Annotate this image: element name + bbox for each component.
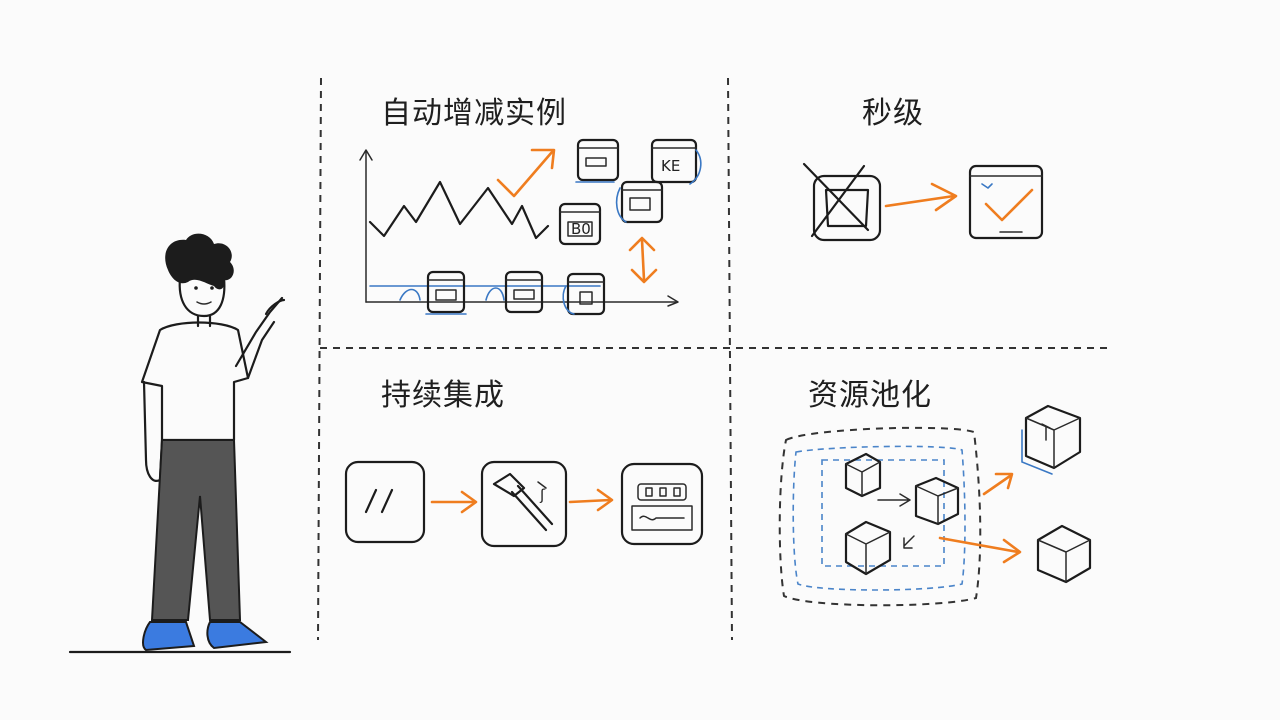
- panel-title-autoscale: 自动增减实例: [381, 96, 567, 131]
- hammer-build-icon: ʃ: [480, 460, 568, 548]
- person-pointing-icon: [68, 233, 292, 654]
- svg-text:ʃ: ʃ: [539, 486, 546, 504]
- instance-glyph-ke: KE: [661, 157, 680, 175]
- orange-right-arrow: [568, 488, 614, 512]
- line-chart-icon: [359, 149, 679, 307]
- server-instance-icon: [504, 270, 544, 314]
- code-slash-icon: [344, 460, 426, 544]
- cube-icon: [1036, 524, 1092, 584]
- cube-icon: [844, 452, 882, 498]
- server-instance-icon: KE: [650, 138, 702, 185]
- resource-pool-icon: [778, 426, 982, 607]
- crossed-box-icon: [802, 162, 882, 242]
- server-instance-icon: [615, 180, 664, 224]
- server-instance-icon: [425, 270, 467, 315]
- server-instance-icon: B0: [558, 202, 602, 246]
- panel-title-seconds: 秒级: [862, 96, 924, 131]
- server-instance-icon: [575, 138, 620, 183]
- orange-right-arrow: [982, 472, 1014, 496]
- panel-dividers: [317, 77, 1112, 641]
- server-instance-icon: [562, 272, 606, 316]
- checked-box-icon: [968, 164, 1044, 240]
- orange-right-arrow: [938, 536, 1022, 564]
- cube-icon: [844, 520, 892, 576]
- panel-title-ci: 持续集成: [381, 378, 505, 413]
- orange-up-arrow: [496, 148, 556, 198]
- orange-vertical-arrow: [628, 236, 658, 284]
- orange-right-arrow: [430, 490, 478, 514]
- small-right-arrow: [877, 493, 911, 507]
- cube-icon: [914, 476, 960, 526]
- deploy-panel-icon: [620, 462, 704, 546]
- panel-title-pooling: 资源池化: [808, 378, 932, 413]
- cube-icon: [1021, 404, 1082, 475]
- instance-glyph-b0: B0: [571, 220, 591, 238]
- small-down-arrow: [903, 535, 915, 549]
- orange-right-arrow: [884, 182, 958, 212]
